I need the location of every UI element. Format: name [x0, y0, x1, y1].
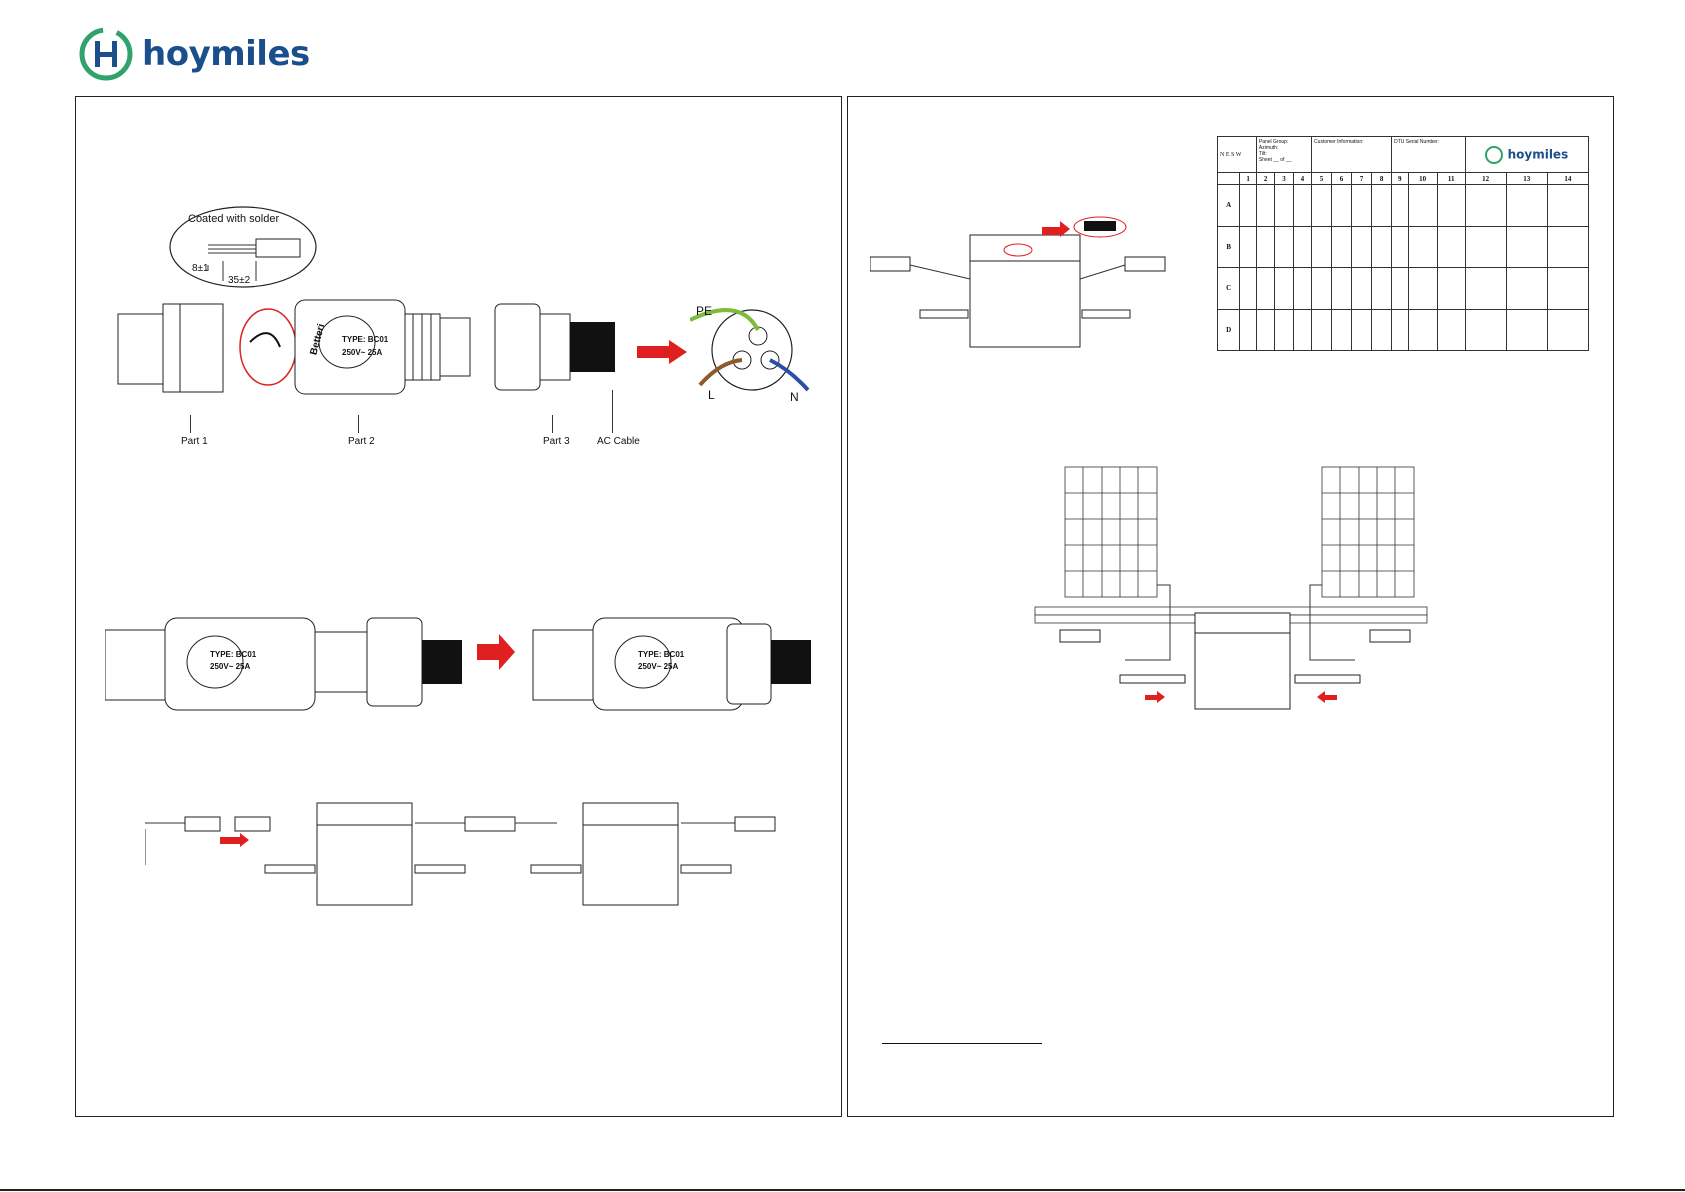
customer-info-cell: Customer Information:: [1311, 136, 1393, 173]
map-row: D: [1216, 308, 1590, 351]
row-header: B: [1216, 225, 1241, 268]
part3-pointer: [552, 415, 553, 433]
dim-long: 35±2: [228, 275, 251, 286]
inverter-serial-drawing: [870, 216, 1166, 348]
part1-label: Part 1: [181, 436, 208, 447]
tilt-field: Tilt:: [1258, 151, 1267, 157]
connector-type: TYPE: BC01: [342, 335, 389, 344]
row-header: A: [1216, 184, 1241, 227]
col-header: 8: [1371, 172, 1393, 185]
connector-disassembled: Betteri TYPE: BC01 250V~ 25A: [110, 292, 620, 402]
solder-caption: Coated with solder: [188, 213, 280, 225]
left-panel: [75, 96, 842, 1117]
ac-cable-pointer: [612, 390, 613, 433]
wire-n-label: N: [790, 390, 799, 404]
map-corner-cell: [1216, 172, 1241, 185]
col-header: 2: [1255, 172, 1276, 185]
col-header: 1: [1239, 172, 1257, 185]
part3-label: Part 3: [543, 436, 570, 447]
part2-label: Part 2: [348, 436, 375, 447]
panel-group-cell: Panel Group: Azimuth: Tilt: Sheet __ of …: [1255, 136, 1313, 173]
map-brand-name: hoymiles: [1507, 147, 1569, 161]
map-row: A: [1216, 184, 1590, 227]
right-panel: [847, 96, 1614, 1117]
dtu-serial-cell: DTU Serial Number:: [1391, 136, 1466, 173]
col-header: 12: [1464, 172, 1507, 185]
col-header: 9: [1391, 172, 1409, 185]
ac-cable-label: AC Cable: [597, 436, 640, 447]
col-header: 4: [1292, 172, 1313, 185]
map-brand-cell: hoymiles: [1464, 136, 1590, 173]
map-logo-icon: [1485, 145, 1504, 164]
col-header: 6: [1331, 172, 1353, 185]
col-header: 3: [1274, 172, 1294, 185]
col-header: 13: [1505, 172, 1548, 185]
col-header: 5: [1311, 172, 1333, 185]
hoymiles-logo-icon: [79, 27, 133, 81]
assembly-rating-right: 250V~ 25A: [638, 662, 679, 671]
compass-s: S: [1231, 151, 1235, 158]
installation-map: N E S W Panel Group: Azimuth: Tilt: Shee…: [1216, 136, 1590, 351]
brand-name: hoymiles: [142, 34, 310, 74]
wiring-drawing: [689, 308, 810, 392]
compass-cell: N E S W: [1217, 136, 1257, 173]
pv-mount-drawing: [1034, 466, 1428, 710]
inverter-chain-drawing: [145, 802, 776, 906]
sheet-field: Sheet __ of __: [1258, 157, 1292, 163]
row-header: D: [1216, 308, 1241, 351]
col-header: 7: [1351, 172, 1373, 185]
assembly-type-left: TYPE: BC01: [210, 650, 257, 659]
assembly-type-right: TYPE: BC01: [638, 650, 685, 659]
connector-assembly-drawing: [105, 617, 811, 711]
installation-map-table: N E S W Panel Group: Azimuth: Tilt: Shee…: [1216, 136, 1590, 351]
pv-module-right: [1321, 466, 1415, 598]
brand-logo: hoymiles: [78, 26, 310, 82]
wire-l-label: L: [708, 388, 715, 402]
col-header: 10: [1407, 172, 1438, 185]
arrow-right-icon: [637, 340, 687, 364]
solder-inset: Coated with solder 8±1 35±2: [168, 205, 318, 289]
col-header: 14: [1546, 172, 1590, 185]
azimuth-field: Azimuth:: [1258, 145, 1279, 151]
map-row: C: [1216, 267, 1590, 310]
solder-inset-drawing: [169, 206, 317, 288]
wiring-diagram: PE L N: [689, 300, 810, 405]
col-header: 11: [1436, 172, 1466, 185]
map-header-row: 1 2 3 4 5 6 7 8 9 10 11 12 13 14: [1216, 172, 1590, 185]
pv-module-left: [1064, 466, 1158, 598]
panel-group-field: Panel Group:: [1258, 139, 1289, 145]
connector-rating: 250V~ 25A: [342, 348, 383, 357]
compass-w: W: [1235, 151, 1242, 158]
row-header: C: [1216, 267, 1241, 310]
assembly-rating-left: 250V~ 25A: [210, 662, 251, 671]
connector-parts-drawing: [117, 299, 615, 395]
dim-short: 8±1: [192, 263, 209, 274]
part2-pointer: [358, 415, 359, 433]
compass-n: N: [1220, 151, 1225, 158]
part1-pointer: [190, 415, 191, 433]
signature-line: [882, 1043, 1042, 1044]
wire-pe-label: PE: [696, 304, 713, 318]
map-row: B: [1216, 225, 1590, 268]
page-footer-line: [0, 1189, 1685, 1191]
compass-e: E: [1225, 151, 1230, 158]
